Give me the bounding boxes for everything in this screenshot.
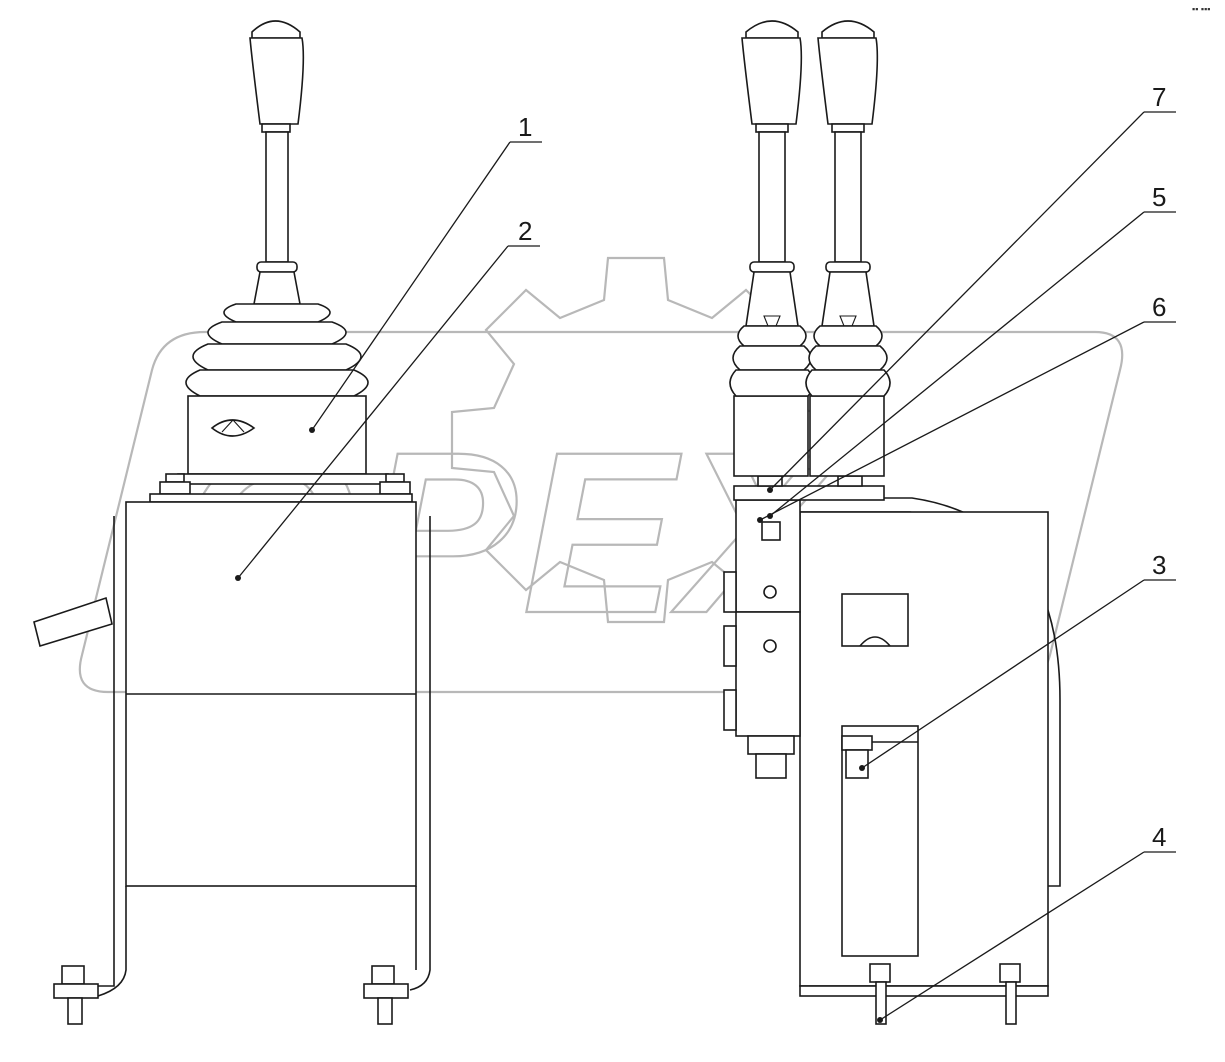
right-view [723,20,1061,1025]
callout-label: 6 [1152,292,1166,322]
lever-left [729,20,815,397]
callout-label: 4 [1152,822,1166,852]
callout-1: 1 [309,112,542,433]
callout-label: 5 [1152,182,1166,212]
callout-3: 3 [859,550,1176,771]
corner-mark: ▪▪ ▪▪▪ [1192,4,1210,14]
callout-2: 2 [235,216,540,581]
left-view [33,20,431,1025]
callout-7: 7 [767,82,1176,493]
callout-6: 6 [757,292,1176,523]
lever-right [805,20,891,397]
callout-label: 1 [518,112,532,142]
callout-4: 4 [877,822,1176,1023]
callout-label: 3 [1152,550,1166,580]
callout-label: 2 [518,216,532,246]
callout-label: 7 [1152,82,1166,112]
callout-5: 5 [767,182,1176,519]
